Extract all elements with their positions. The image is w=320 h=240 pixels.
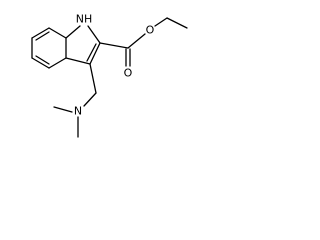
bond-benzene-4 (48, 57, 67, 69)
bond-n1-c2 (87, 25, 101, 44)
bond-benzene-5 (31, 57, 50, 69)
bond-c3-ch2 (89, 63, 97, 94)
structure-diagram: NH O O N (0, 0, 219, 151)
bond-c2-c3-double (86, 43, 97, 62)
atom-label-amine-n: N (74, 105, 82, 118)
bond-c3-c3a (65, 57, 91, 65)
bond-ether-o-ch2 (154, 17, 168, 27)
bond-benzene-2 (48, 27, 67, 39)
atom-label-ether-o: O (146, 24, 155, 37)
bond-c2-carbonyl (99, 42, 129, 49)
atom-label-carbonyl-o: O (124, 67, 133, 80)
bond-carbonyl-ether-o (127, 33, 146, 49)
bond-benzene-double-2 (35, 55, 50, 65)
bond-benzene-double-1 (35, 31, 50, 41)
bond-c7a-n1 (65, 25, 81, 39)
bond-n-me-a (53, 106, 73, 113)
bond-c2-c3 (89, 42, 101, 65)
atom-label-nh: NH (76, 13, 93, 26)
bond-benzene-1 (31, 27, 50, 39)
bond-ch2-n (83, 92, 97, 107)
molecule-drawing: NH O O N (31, 13, 188, 138)
bond-ch2-ch3 (166, 17, 188, 29)
